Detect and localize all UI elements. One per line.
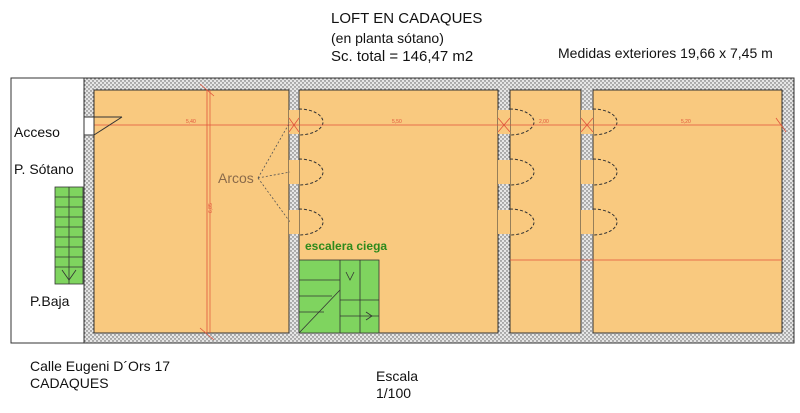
dim-bay-1: 5,40 <box>186 119 196 125</box>
scale-value: 1/100 <box>376 385 412 401</box>
arches-wall-3 <box>581 108 618 236</box>
scale-label: Escala <box>376 368 419 384</box>
room-4 <box>592 89 783 334</box>
dim-height: 6,85 <box>208 203 214 213</box>
room-3 <box>509 89 582 334</box>
access-stair <box>54 186 84 285</box>
dimension-vertical <box>199 83 215 341</box>
plan-title: LOFT EN CADAQUES <box>331 10 483 27</box>
dim-bay-2: 5,50 <box>392 119 402 125</box>
address-line-1: Calle Eugeni D´Ors 17 <box>30 358 171 374</box>
arches-label: Arcos <box>218 170 254 186</box>
dim-bay-3: 2,00 <box>539 119 549 125</box>
arches-leaders <box>257 121 291 223</box>
ground-floor-label: P.Baja <box>30 293 70 309</box>
dimension-horizontal <box>94 117 787 133</box>
basement-floor-label: P. Sótano <box>14 161 74 177</box>
access-label: Acceso <box>14 124 60 140</box>
exterior-measures: Medidas exteriores 19,66 x 7,45 m <box>558 45 773 61</box>
total-area: Sc. total = 146,47 m2 <box>331 48 474 65</box>
blind-stair-label: escalera ciega <box>305 239 387 253</box>
dim-bay-4: 5,20 <box>681 119 691 125</box>
arches-wall-1 <box>289 108 324 236</box>
plan-subtitle: (en planta sótano) <box>331 30 444 46</box>
blind-stair <box>298 259 380 334</box>
access-door <box>83 116 123 136</box>
room-1 <box>93 89 290 334</box>
address-line-2: CADAQUES <box>30 375 109 391</box>
